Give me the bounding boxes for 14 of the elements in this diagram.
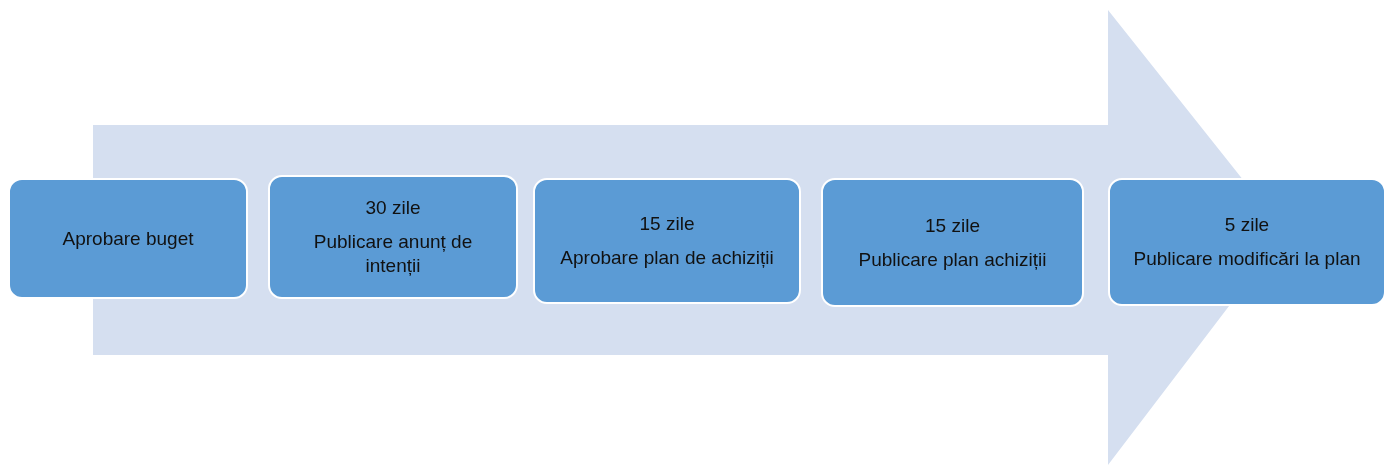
step-label: Publicare plan achiziții — [858, 247, 1047, 272]
process-box — [533, 178, 801, 304]
process-box — [268, 175, 518, 299]
duration-label: 5 zile — [1224, 213, 1270, 237]
step-label: Publicare modificări la plan — [1133, 247, 1361, 271]
duration-label: 30 zile — [365, 196, 421, 221]
process-box — [8, 178, 248, 299]
duration-label: 15 zile — [639, 212, 695, 236]
step-label: Aprobare buget — [62, 226, 194, 251]
step-label: Publicare anunț de intenții — [312, 230, 474, 278]
process-box — [821, 178, 1084, 307]
duration-label: 15 zile — [925, 213, 980, 238]
process-box — [1108, 178, 1386, 306]
step-label: Aprobare plan de achiziții — [560, 246, 774, 270]
